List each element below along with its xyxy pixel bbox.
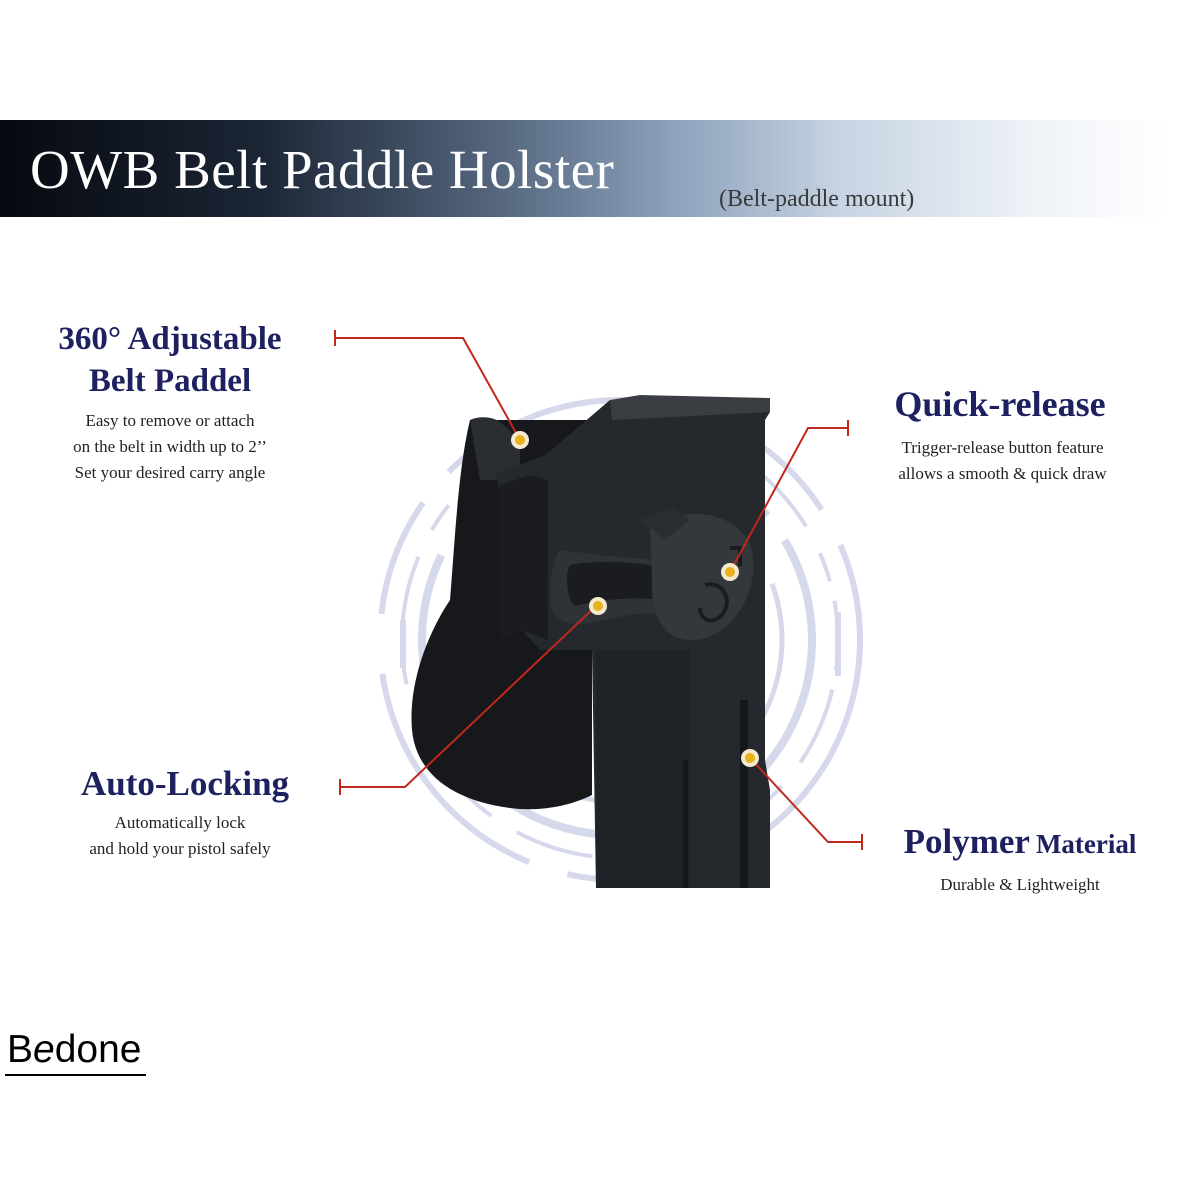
marker-adjustable xyxy=(511,431,529,449)
feature-desc-auto-locking-line2: and hold your pistol safely xyxy=(89,839,271,858)
callout-line-adjustable xyxy=(335,337,521,441)
feature-desc-quick-release: Trigger-release button feature allows a … xyxy=(870,435,1135,487)
feature-desc-auto-locking-line1: Automatically lock xyxy=(114,813,246,832)
feature-desc-polymer-line1: Durable & Lightweight xyxy=(940,875,1100,894)
feature-desc-polymer: Durable & Lightweight xyxy=(890,872,1150,898)
feature-desc-quick-release-line1: Trigger-release button feature xyxy=(901,438,1104,457)
feature-desc-adjustable-line2: on the belt in width up to 2’’ xyxy=(73,437,267,456)
feature-title-quick-release: Quick-release xyxy=(894,384,1106,424)
page-title: OWB Belt Paddle Holster xyxy=(30,139,615,200)
page-subtitle: (Belt-paddle mount) xyxy=(719,186,915,212)
feature-title-polymer-main: Polymer xyxy=(903,822,1030,861)
feature-desc-adjustable: Easy to remove or attach on the belt in … xyxy=(40,408,300,486)
marker-auto-locking xyxy=(589,597,607,615)
brand-logo-first: B xyxy=(7,1028,34,1071)
header-banner xyxy=(0,120,1170,217)
feature-desc-adjustable-line1: Easy to remove or attach xyxy=(85,411,255,430)
feature-title-polymer: Polymer Material xyxy=(880,820,1160,868)
brand-underline xyxy=(5,1074,146,1076)
feature-title-polymer-rest: Material xyxy=(1035,829,1137,859)
marker-quick-release xyxy=(721,563,739,581)
brand-logo-italic: e xyxy=(33,1028,55,1071)
callout-line-auto-locking xyxy=(340,605,597,788)
brand-logo: Bedone xyxy=(7,1028,141,1072)
feature-title-adjustable-line2: Belt Paddel xyxy=(88,363,252,399)
feature-title-adjustable: 360° Adjustable Belt Paddel xyxy=(40,318,300,402)
callout-line-quick-release xyxy=(729,427,848,573)
feature-desc-quick-release-line2: allows a smooth & quick draw xyxy=(898,464,1107,483)
holster-body xyxy=(411,395,770,888)
feature-title-auto-locking: Auto-Locking xyxy=(80,764,290,803)
callout-lines xyxy=(334,330,863,850)
feature-desc-auto-locking: Automatically lock and hold your pistol … xyxy=(55,810,305,862)
feature-desc-adjustable-line3: Set your desired carry angle xyxy=(74,463,266,482)
brand-logo-rest: done xyxy=(54,1028,142,1071)
marker-polymer xyxy=(741,749,759,767)
callout-line-polymer xyxy=(751,759,862,843)
callout-markers xyxy=(511,431,759,767)
feature-title-adjustable-line1: 360° Adjustable xyxy=(58,321,282,357)
